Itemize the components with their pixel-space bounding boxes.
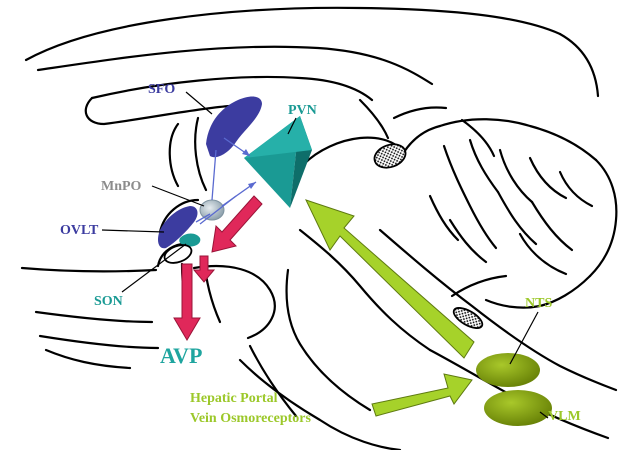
red-arrows bbox=[173, 195, 263, 341]
leader-lines bbox=[101, 91, 549, 419]
sfo-nucleus bbox=[206, 96, 262, 158]
green-arrows bbox=[305, 199, 475, 417]
nts-label: NTS bbox=[525, 296, 553, 311]
pvn-label: PVN bbox=[288, 103, 317, 118]
son-label: SON bbox=[94, 294, 123, 309]
hepatic-portal-label: Hepatic Portal Vein Osmoreceptors bbox=[190, 389, 311, 429]
vlm-nucleus bbox=[484, 390, 552, 426]
area-postrema-dotted bbox=[452, 307, 484, 329]
brain-outline bbox=[20, 6, 618, 452]
avp-label: AVP bbox=[160, 343, 203, 368]
ovlt-nucleus bbox=[158, 206, 198, 249]
mnpo-label: MnPO bbox=[101, 179, 142, 194]
pineal-dotted bbox=[373, 143, 407, 169]
hepatic-portal-line2: Vein Osmoreceptors bbox=[190, 411, 311, 426]
dotted-structures bbox=[373, 143, 484, 329]
hepatic-portal-line1: Hepatic Portal bbox=[190, 391, 278, 406]
sfo-label: SFO bbox=[148, 82, 176, 97]
blue-projection-lines bbox=[195, 137, 257, 225]
son-nucleus bbox=[179, 233, 201, 247]
nts-nucleus bbox=[476, 353, 540, 387]
pvn-nucleus bbox=[244, 116, 312, 208]
ovlt-label: OVLT bbox=[60, 223, 99, 238]
vlm-label: VLM bbox=[548, 409, 581, 424]
optic-chiasm bbox=[163, 244, 193, 264]
